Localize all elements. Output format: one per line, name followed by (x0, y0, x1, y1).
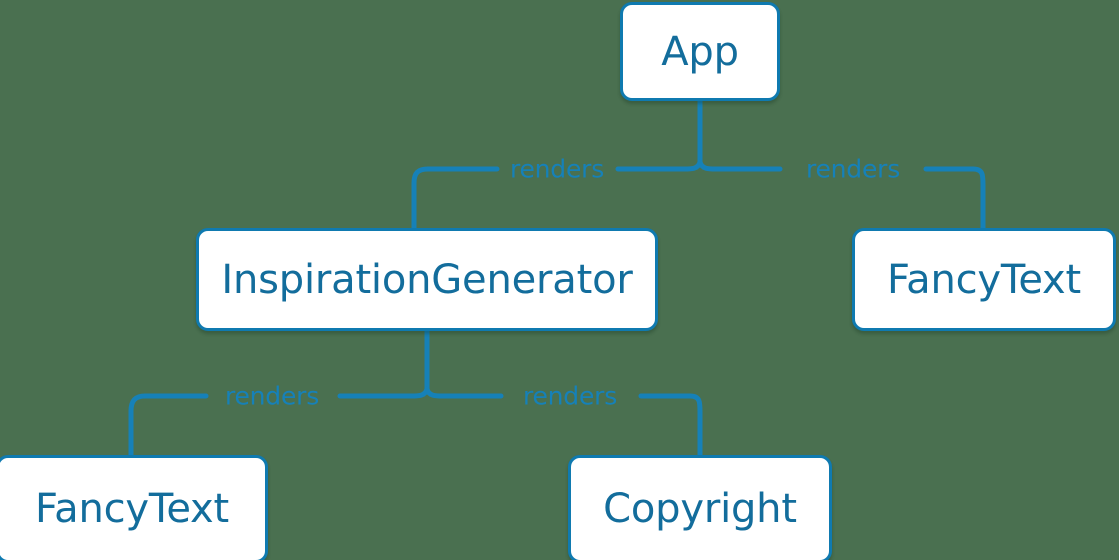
node-fancytext-right[interactable]: FancyText (852, 228, 1116, 331)
edge-app-to-inspirationgenerator (615, 159, 703, 172)
node-fancytext-bottom[interactable]: FancyText (0, 455, 268, 560)
node-inspirationgenerator[interactable]: InspirationGenerator (196, 228, 658, 331)
edge-inspirationgenerator-to-fancytext-bottom-tail (128, 393, 209, 458)
node-copyright[interactable]: Copyright (568, 455, 832, 560)
edge-label-app-to-fancytext-right: renders (805, 154, 901, 184)
edge-label-inspirationgenerator-to-copyright: renders (522, 381, 618, 411)
edge-inspirationgenerator-to-copyright (424, 386, 504, 399)
edge-inspirationgenerator-to-fancytext-bottom (337, 386, 430, 399)
node-app-label: App (661, 28, 739, 75)
edge-label-inspirationgenerator-to-fancytext-bottom: renders (224, 381, 320, 411)
node-copyright-label: Copyright (603, 486, 797, 532)
edge-app-to-inspirationgenerator-tail (411, 166, 500, 231)
node-fancytext-bottom-label: FancyText (35, 486, 229, 532)
edge-inspirationgenerator-to-copyright-tail (638, 393, 703, 458)
edge-label-app-to-inspirationgenerator: renders (509, 154, 605, 184)
node-inspirationgenerator-label: InspirationGenerator (221, 256, 633, 303)
edge-app-to-fancytext-right-tail (923, 166, 986, 231)
edge-app-to-fancytext-right (697, 159, 783, 172)
node-fancytext-right-label: FancyText (887, 256, 1081, 303)
node-app[interactable]: App (620, 2, 780, 101)
